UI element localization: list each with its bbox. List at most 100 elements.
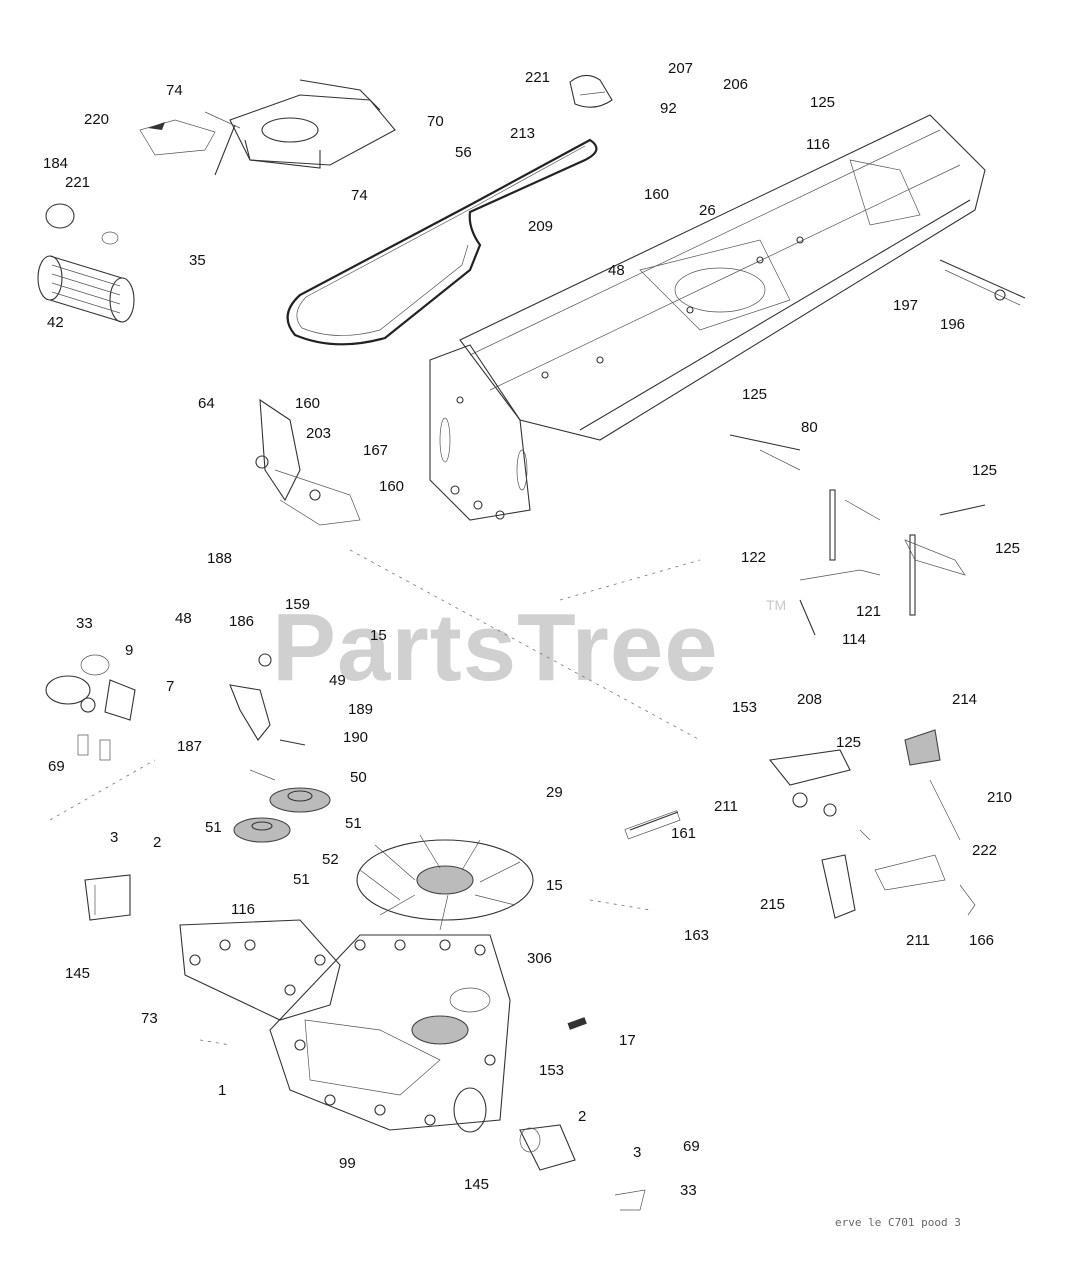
callout-label: 70 — [427, 113, 444, 130]
callout-label: 166 — [969, 932, 994, 949]
callout-label: 51 — [293, 871, 310, 888]
callout-label: 51 — [205, 819, 222, 836]
hydrostatic-transmission — [179, 919, 511, 1133]
watermark-text: PartsTree — [272, 594, 719, 701]
callout-label: 35 — [189, 252, 206, 269]
callout-label: 56 — [455, 144, 472, 161]
callout-label: 208 — [797, 691, 822, 708]
callout-label: 74 — [351, 187, 368, 204]
callout-label: 80 — [801, 419, 818, 436]
callout-label: 213 — [510, 125, 535, 142]
callout-label: 15 — [370, 627, 387, 644]
callout-label: 153 — [732, 699, 757, 716]
callout-label: 222 — [972, 842, 997, 859]
fan-blade-small — [139, 119, 216, 156]
axle-brackets — [84, 874, 646, 1211]
pulley-pair — [233, 787, 331, 843]
brake-rod-assembly — [729, 434, 986, 636]
callout-label: 196 — [940, 316, 965, 333]
callout-label: 220 — [84, 111, 109, 128]
callout-label: 206 — [723, 76, 748, 93]
callout-label: 125 — [810, 94, 835, 111]
callout-label: 49 — [329, 672, 346, 689]
callout-label: 186 — [229, 613, 254, 630]
callout-label: 197 — [893, 297, 918, 314]
watermark-trademark: TM — [766, 597, 786, 613]
callout-label: 189 — [348, 701, 373, 718]
callout-label: 160 — [644, 186, 669, 203]
callout-label: 153 — [539, 1062, 564, 1079]
callout-label: 160 — [295, 395, 320, 412]
callout-label: 122 — [741, 549, 766, 566]
callout-label: 214 — [952, 691, 977, 708]
callout-label: 33 — [680, 1182, 697, 1199]
callout-label: 48 — [175, 610, 192, 627]
main-frame — [429, 114, 1026, 521]
callout-label: 190 — [343, 729, 368, 746]
callout-label: 26 — [699, 202, 716, 219]
callout-label: 52 — [322, 851, 339, 868]
belt-guard — [569, 74, 613, 108]
callout-label: 29 — [546, 784, 563, 801]
callout-label: 64 — [198, 395, 215, 412]
callout-label: 121 — [856, 603, 881, 620]
brake-linkage-right — [768, 729, 976, 919]
callout-label: 159 — [285, 596, 310, 613]
callout-label: 2 — [578, 1108, 586, 1125]
callout-label: 163 — [684, 927, 709, 944]
left-linkage — [45, 654, 136, 761]
callout-label: 161 — [671, 825, 696, 842]
cylinder-grip — [37, 203, 135, 323]
callout-label: 9 — [125, 642, 133, 659]
part-callouts: 74 220 184 221 35 42 64 70 56 74 221 207… — [43, 60, 1020, 1199]
callout-label: 125 — [972, 462, 997, 479]
callout-label: 2 — [153, 834, 161, 851]
callout-label: 48 — [608, 262, 625, 279]
callout-label: 160 — [379, 478, 404, 495]
callout-label: 215 — [760, 896, 785, 913]
callout-label: 306 — [527, 950, 552, 967]
control-arm — [229, 653, 306, 781]
steering-bracket — [255, 398, 361, 526]
callout-label: 92 — [660, 100, 677, 117]
callout-label: 114 — [842, 631, 866, 648]
callout-label: 17 — [619, 1032, 636, 1049]
callout-label: 1 — [218, 1082, 226, 1099]
callout-label: 51 — [345, 815, 362, 832]
callout-label: 184 — [43, 155, 68, 172]
callout-label: 116 — [231, 901, 255, 918]
callout-label: 211 — [714, 798, 738, 815]
callout-label: 145 — [65, 965, 90, 982]
callout-label: 50 — [350, 769, 367, 786]
callout-label: 69 — [683, 1138, 700, 1155]
callout-label: 187 — [177, 738, 202, 755]
callout-label: 167 — [363, 442, 388, 459]
callout-label: 210 — [987, 789, 1012, 806]
callout-label: 33 — [76, 615, 93, 632]
cooling-fan — [356, 834, 534, 931]
callout-label: 207 — [668, 60, 693, 77]
drive-belt — [286, 138, 598, 346]
callout-label: 3 — [110, 829, 118, 846]
exploded-view-artwork — [37, 74, 1026, 1211]
callout-label: 221 — [65, 174, 90, 191]
callout-label: 211 — [906, 932, 930, 949]
callout-label: 221 — [525, 69, 550, 86]
callout-label: 203 — [306, 425, 331, 442]
callout-label: 3 — [633, 1144, 641, 1161]
callout-label: 125 — [836, 734, 861, 751]
callout-label: 73 — [141, 1010, 158, 1027]
spring-parts — [567, 810, 681, 1030]
callout-label: 145 — [464, 1176, 489, 1193]
callout-label: 116 — [806, 136, 830, 153]
callout-label: 99 — [339, 1155, 356, 1172]
callout-label: 42 — [47, 314, 64, 331]
callout-label: 125 — [742, 386, 767, 403]
callout-label: 7 — [166, 678, 174, 695]
callout-label: 209 — [528, 218, 553, 235]
callout-label: 125 — [995, 540, 1020, 557]
callout-label: 69 — [48, 758, 65, 775]
pulley-housing — [204, 79, 396, 176]
callout-label: 74 — [166, 82, 183, 99]
